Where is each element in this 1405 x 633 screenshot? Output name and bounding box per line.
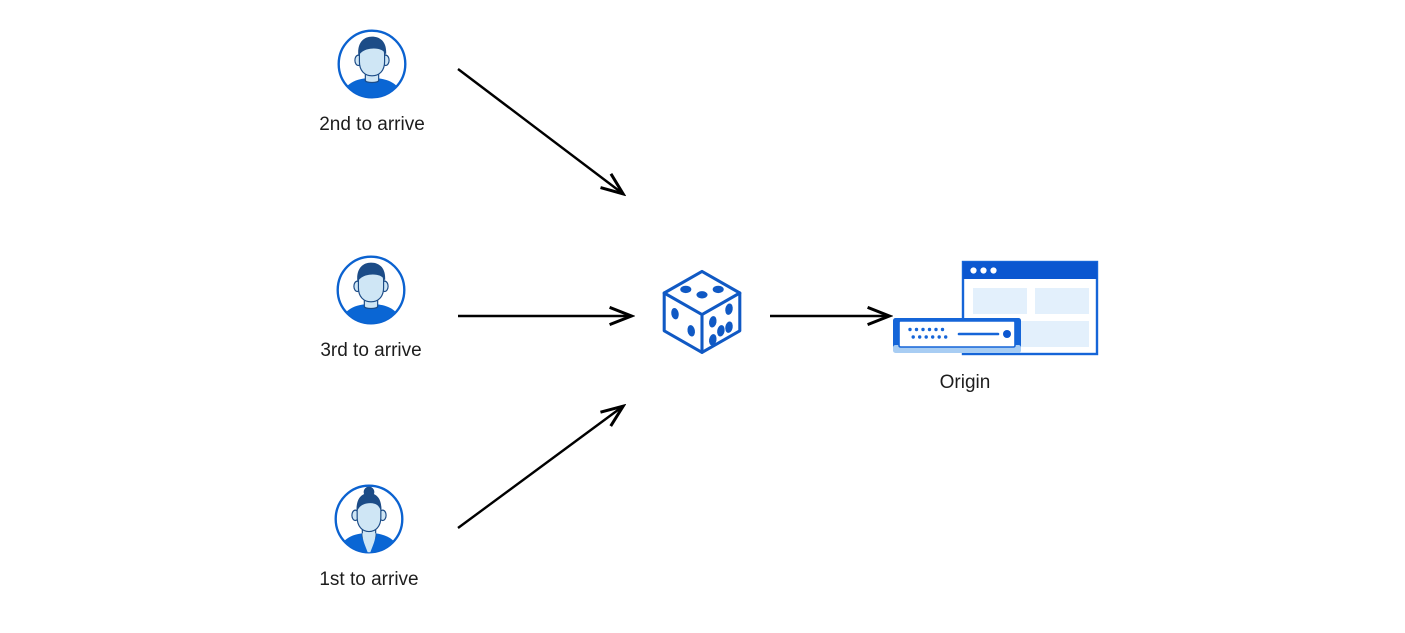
node-visitor-middle-label: 3rd to arrive xyxy=(320,340,422,361)
node-origin-label: Origin xyxy=(939,372,991,393)
user-avatar-icon xyxy=(332,482,406,556)
edge-visitor-bottom-to-dice xyxy=(457,407,622,529)
node-visitor-top: 2nd to arrive xyxy=(292,27,452,137)
user-avatar-icon xyxy=(334,253,408,327)
node-visitor-middle: 3rd to arrive xyxy=(291,253,451,363)
origin-server-icon xyxy=(885,255,1099,365)
user-avatar-icon xyxy=(335,27,409,101)
dice-icon xyxy=(657,266,747,361)
edge-visitor-top-to-dice xyxy=(457,68,622,193)
router-device-icon xyxy=(893,318,1021,353)
node-randomizer xyxy=(657,266,747,356)
node-origin: Origin xyxy=(855,255,1099,395)
node-visitor-top-label: 2nd to arrive xyxy=(319,114,425,135)
node-visitor-bottom: 1st to arrive xyxy=(289,482,449,592)
node-visitor-bottom-label: 1st to arrive xyxy=(319,569,419,590)
